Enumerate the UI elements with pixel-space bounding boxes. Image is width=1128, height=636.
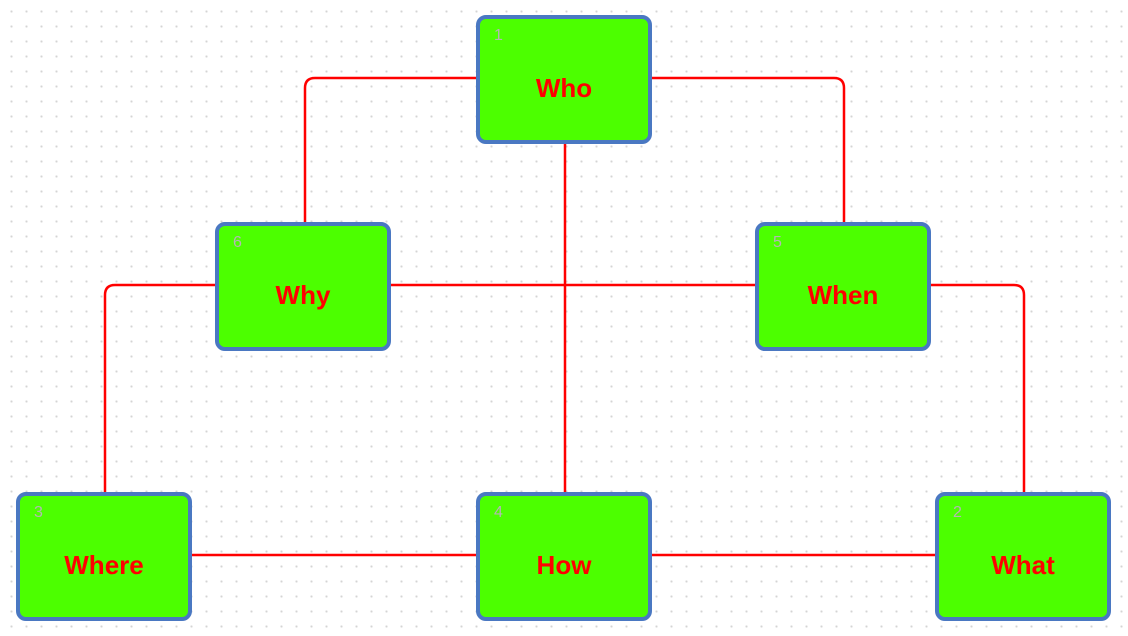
node-what[interactable]: 2 What xyxy=(935,492,1111,621)
node-where[interactable]: 3 Where xyxy=(16,492,192,621)
node-why[interactable]: 6 Why xyxy=(215,222,391,351)
node-number: 1 xyxy=(494,27,503,44)
edge-who-when[interactable] xyxy=(652,76,846,222)
node-number: 4 xyxy=(494,504,503,521)
node-label: Who xyxy=(535,73,593,103)
node-how[interactable]: 4 How xyxy=(476,492,652,621)
node-number: 2 xyxy=(953,504,962,521)
node-label: Where xyxy=(64,550,144,580)
node-label: When xyxy=(807,280,879,310)
node-label: What xyxy=(991,550,1055,580)
node-number: 5 xyxy=(773,234,782,251)
edge-why-where[interactable] xyxy=(103,283,215,492)
edge-when-what[interactable] xyxy=(931,283,1026,492)
node-label: Why xyxy=(275,280,331,310)
node-number: 6 xyxy=(233,234,242,251)
node-number: 3 xyxy=(34,504,43,521)
node-when[interactable]: 5 When xyxy=(755,222,931,351)
edge-who-why[interactable] xyxy=(303,76,476,222)
node-label: How xyxy=(536,550,592,580)
node-who[interactable]: 1 Who xyxy=(476,15,652,144)
